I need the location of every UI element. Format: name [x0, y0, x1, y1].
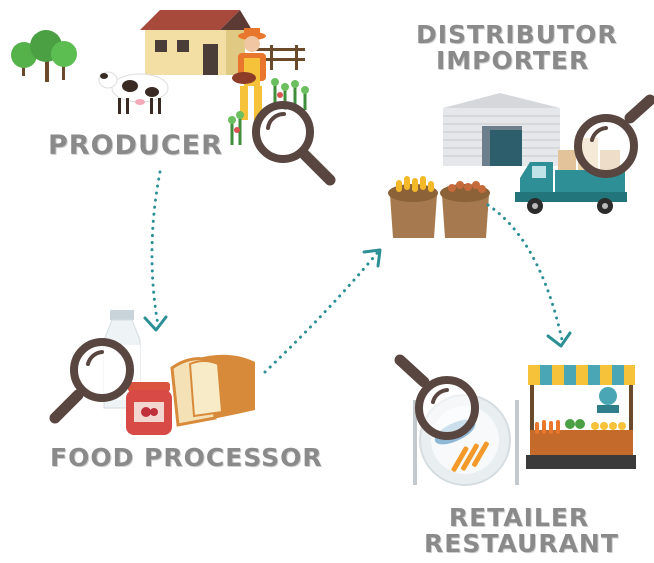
- truck-icon: [515, 138, 627, 214]
- magnifier-icon: [574, 94, 654, 178]
- farm-illustration: [11, 10, 336, 186]
- arrow-producer-to-processor: [150, 170, 162, 327]
- distributor-label-line1: DISTRIBUTOR: [416, 20, 618, 49]
- magnifier-icon: [49, 338, 134, 424]
- jam-jar-icon: [126, 382, 172, 435]
- arrowhead-up-icon: [362, 248, 382, 268]
- food-processor-label: FOOD PROCESSOR: [50, 443, 323, 472]
- retailer-label-line1: RETAILER: [448, 503, 590, 532]
- producer-label: PRODUCER: [48, 130, 223, 161]
- market-stall-icon: [526, 365, 636, 469]
- distributor-label-line2: IMPORTER: [436, 46, 590, 76]
- crops-icon: [228, 78, 309, 145]
- bread-icon: [170, 354, 255, 427]
- farmhouse-icon: [140, 10, 252, 75]
- arrow-distributor-to-retailer: [486, 203, 564, 342]
- cow-icon: [98, 71, 169, 114]
- retailer-label-line2: RESTAURANT: [424, 529, 619, 559]
- arrow-processor-to-distributor: [263, 250, 380, 374]
- distributor-label: DISTRIBUTOR IMPORTER: [416, 20, 618, 76]
- fence-icon: [250, 45, 305, 70]
- flow-arrows: [150, 170, 564, 374]
- arrowheads: [143, 248, 572, 348]
- arrowhead-down-icon: [143, 315, 168, 332]
- arrowhead-down-icon: [546, 331, 572, 348]
- farmer-icon: [232, 28, 266, 120]
- distributor-illustration: [388, 93, 654, 238]
- retailer-illustration: [394, 354, 636, 486]
- warehouse-icon: [443, 93, 560, 166]
- food-processor-illustration: [49, 310, 255, 435]
- magnifier-icon: [394, 354, 479, 440]
- grain-sacks-icon: [388, 176, 490, 238]
- trees-icon: [11, 30, 77, 82]
- magnifier-icon: [252, 101, 336, 186]
- retailer-label: RETAILER RESTAURANT: [424, 503, 619, 559]
